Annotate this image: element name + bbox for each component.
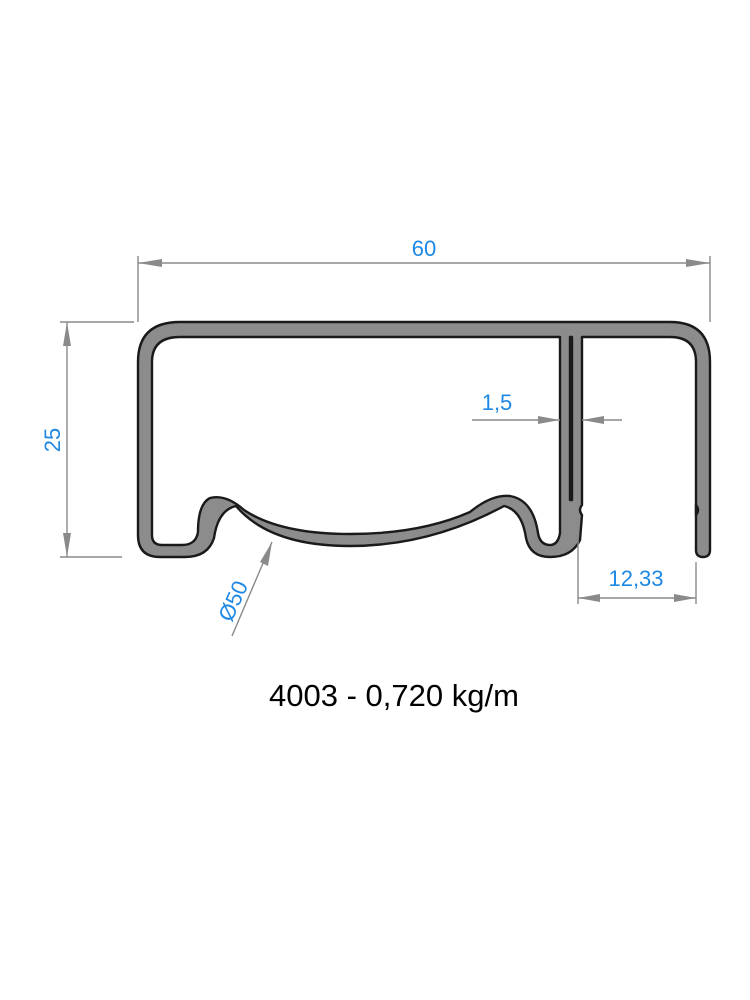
offset-dimension: 12,33 [577,540,697,604]
profile-wall-groove [568,335,574,502]
wall-thickness-label: 1,5 [482,390,513,415]
height-dimension: 25 [40,321,134,558]
profile-left-chamber [150,335,562,547]
offset-dimension-label: 12,33 [608,566,663,591]
height-dimension-label: 25 [40,428,65,452]
profile-hook-groove [694,503,700,517]
diameter-dimension: Ø50 [213,541,273,637]
wall-thickness-dimension: 1,5 [472,390,622,424]
width-dimension: 60 [137,236,711,322]
width-dimension-label: 60 [412,236,436,261]
profile-caption: 4003 - 0,720 kg/m [269,678,519,713]
aluminium-profile [136,320,712,559]
